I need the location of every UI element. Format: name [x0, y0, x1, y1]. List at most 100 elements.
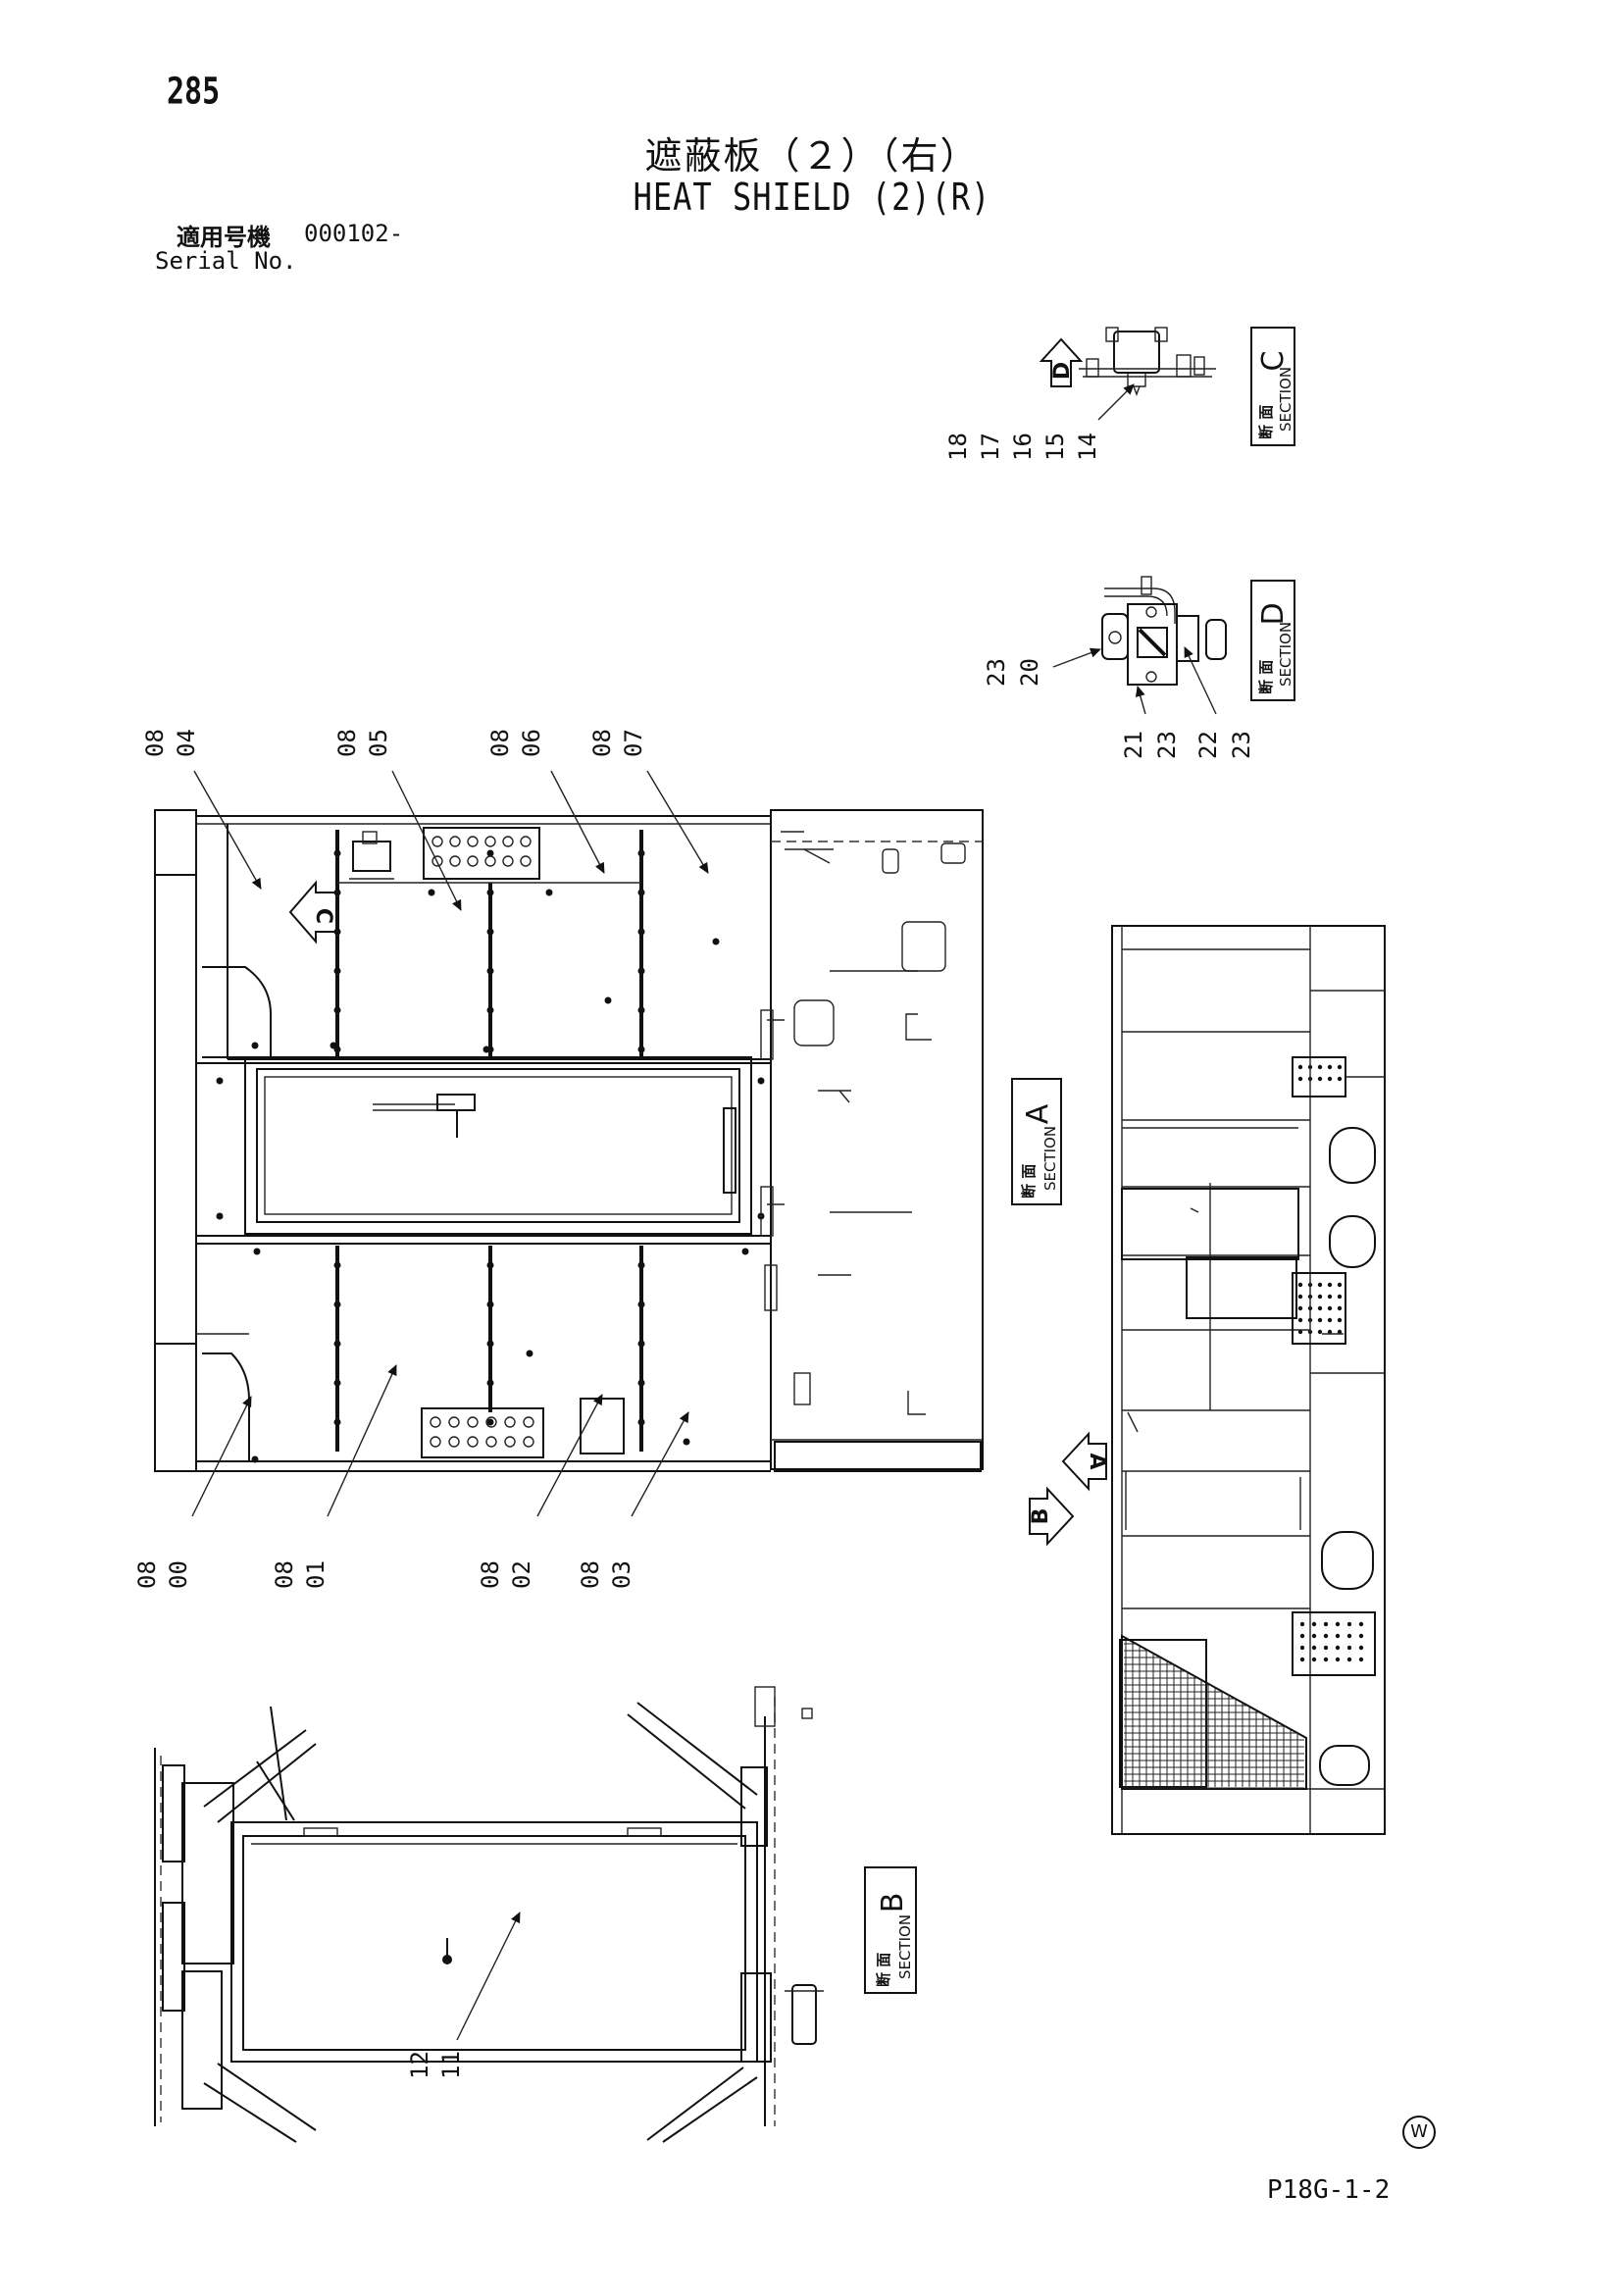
screw-dot: [333, 1379, 341, 1387]
screw-dot: [486, 1301, 494, 1308]
screw-dot: [1311, 1645, 1317, 1651]
main-plan-view: C: [154, 809, 1364, 1662]
section-c-jp: 断 面: [1257, 405, 1275, 439]
screw-dot: [486, 1261, 494, 1269]
screw-dot: [1317, 1076, 1323, 1082]
screw-dot: [1323, 1645, 1329, 1651]
screw-dot: [486, 1340, 494, 1348]
bolt-hole: [523, 1416, 534, 1428]
callout-08-04-b: 04: [173, 729, 200, 757]
title-japanese: 遮蔽板（２）（右）: [644, 134, 980, 178]
callout-08-07-a: 08: [588, 729, 616, 757]
screw-dot: [1317, 1329, 1323, 1335]
screw-dot: [637, 1046, 645, 1053]
screw-dot: [1297, 1076, 1303, 1082]
screw-dot: [637, 1418, 645, 1426]
view-flag-d: D: [1039, 337, 1084, 387]
screw-dot: [1358, 1645, 1364, 1651]
screw-dot: [486, 928, 494, 936]
screw-dot: [333, 1340, 341, 1348]
screw-dot: [486, 1379, 494, 1387]
screw-dot: [251, 1455, 259, 1463]
section-d-letter: D: [1256, 602, 1291, 625]
bolt-hole: [502, 855, 514, 867]
screw-dot: [712, 938, 720, 945]
callout-08-03-b: 03: [608, 1560, 635, 1589]
screw-dot: [637, 967, 645, 975]
section-b-view: [154, 1686, 824, 2143]
callout-17: 17: [977, 433, 1004, 461]
section-a-label: A SECTION 断 面: [1011, 1078, 1062, 1205]
screw-dot: [1337, 1294, 1343, 1300]
section-d-detail: [1101, 576, 1227, 686]
section-d-callouts: 23 20 21 23 22 23: [983, 646, 1255, 759]
screw-dot: [1337, 1317, 1343, 1323]
screw-dot: [1327, 1282, 1333, 1288]
bolt-hole: [430, 1416, 441, 1428]
bolt-hole: [448, 1416, 460, 1428]
page-number: 285: [167, 70, 221, 114]
screw-dot: [1311, 1621, 1317, 1627]
screw-dot: [1297, 1294, 1303, 1300]
section-a-jp: 断 面: [1020, 1164, 1038, 1199]
section-c-label: C SECTION 断 面: [1250, 327, 1295, 446]
screw-dot: [1335, 1657, 1341, 1662]
screw-dot: [1346, 1645, 1352, 1651]
serial-label-japanese: 適用号機: [177, 224, 271, 251]
screw-dot: [1327, 1329, 1333, 1335]
screw-dot: [1358, 1621, 1364, 1627]
screw-dot: [1323, 1657, 1329, 1662]
screw-dot: [486, 1006, 494, 1014]
screw-dot: [1335, 1633, 1341, 1639]
bolt-hole: [504, 1436, 516, 1448]
screw-dot: [683, 1438, 690, 1446]
screw-dot: [1337, 1305, 1343, 1311]
callout-22: 22: [1194, 731, 1222, 759]
section-c-callouts: 18 17 16 15 14: [944, 383, 1135, 461]
screw-dot: [1297, 1305, 1303, 1311]
screw-dot: [1327, 1064, 1333, 1070]
screw-dot: [1327, 1317, 1333, 1323]
screw-dot: [253, 1248, 261, 1255]
screw-dot: [333, 1301, 341, 1308]
bolt-hole: [449, 855, 461, 867]
screw-dot: [482, 1046, 490, 1053]
screw-dot: [428, 889, 435, 896]
view-flag-b: B: [1029, 1486, 1075, 1547]
main-view-callouts-bottom: 08 00 08 01 08 02 08 03: [133, 1364, 689, 1589]
screw-dot: [333, 928, 341, 936]
screw-dot: [1327, 1294, 1333, 1300]
screw-dot: [1358, 1657, 1364, 1662]
screw-dot: [330, 1042, 337, 1049]
callout-08-02-a: 08: [477, 1560, 504, 1589]
title-english: HEAT SHIELD (2)(R): [633, 175, 991, 220]
screw-dot: [545, 889, 553, 896]
screw-dot: [1297, 1282, 1303, 1288]
screw-dot: [1311, 1657, 1317, 1662]
callout-16: 16: [1009, 433, 1037, 461]
callout-08-00-b: 00: [165, 1560, 192, 1589]
bolt-hole: [467, 836, 479, 847]
callout-21: 21: [1120, 731, 1147, 759]
screw-dot: [637, 1301, 645, 1308]
view-flag-d-letter: D: [1050, 362, 1075, 380]
view-flag-c-letter: C: [311, 908, 335, 924]
screw-dot: [486, 967, 494, 975]
bolt-hole: [502, 836, 514, 847]
view-flag-a-letter: A: [1085, 1453, 1109, 1469]
view-flag-a: A: [1061, 1431, 1109, 1492]
screw-dot: [1337, 1282, 1343, 1288]
section-b-jp: 断 面: [875, 1953, 892, 1987]
screw-dot: [333, 889, 341, 896]
bolt-hole: [520, 836, 532, 847]
section-a-letter: A: [1021, 1103, 1055, 1124]
callout-20: 20: [1016, 658, 1043, 687]
bolt-hole: [485, 1436, 497, 1448]
grille-mesh: [1124, 1640, 1304, 1789]
section-c-word: SECTION: [1277, 367, 1294, 432]
section-b-callouts: 12 11: [406, 1912, 521, 2079]
bolt-hole: [467, 1416, 479, 1428]
screw-dot: [1317, 1305, 1323, 1311]
screw-dot: [637, 1261, 645, 1269]
